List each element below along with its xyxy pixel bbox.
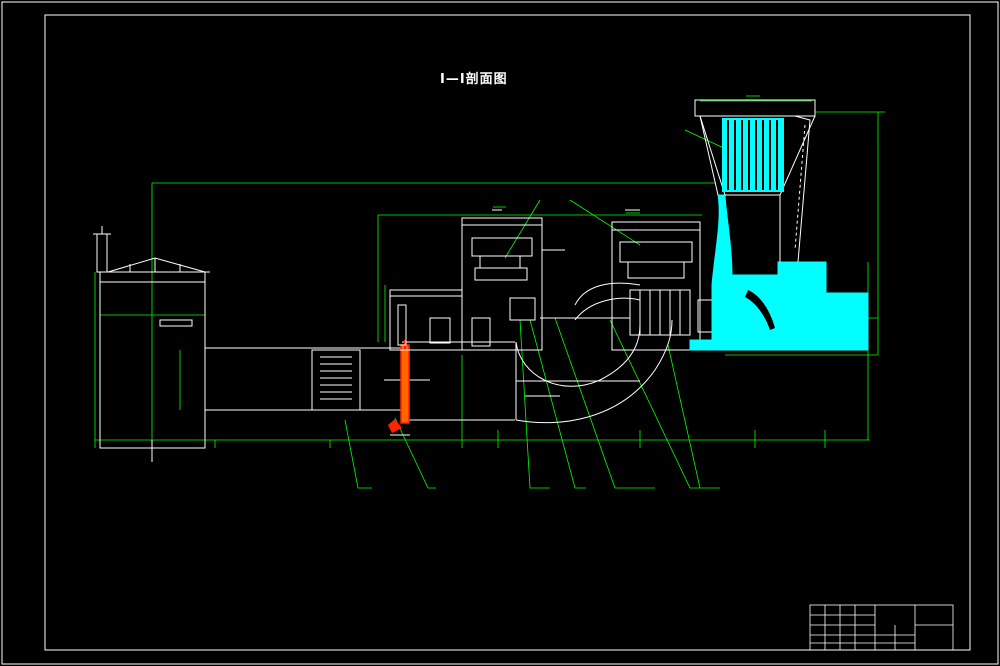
dimension-lines bbox=[94, 95, 885, 450]
powerhouse-right bbox=[540, 209, 723, 351]
upper-tower bbox=[694, 99, 816, 263]
leader-lines bbox=[344, 129, 771, 489]
headrace-tunnel bbox=[204, 341, 517, 421]
title-block bbox=[809, 604, 954, 651]
gate-tower bbox=[93, 226, 210, 462]
inner-frame bbox=[44, 14, 971, 651]
trash-rack bbox=[722, 118, 784, 192]
intake-gate bbox=[388, 340, 410, 436]
drawing-title: I—I剖面图 bbox=[440, 72, 508, 87]
tailrace-water bbox=[689, 194, 869, 351]
penstock bbox=[515, 319, 673, 424]
powerhouse-left bbox=[389, 209, 565, 351]
